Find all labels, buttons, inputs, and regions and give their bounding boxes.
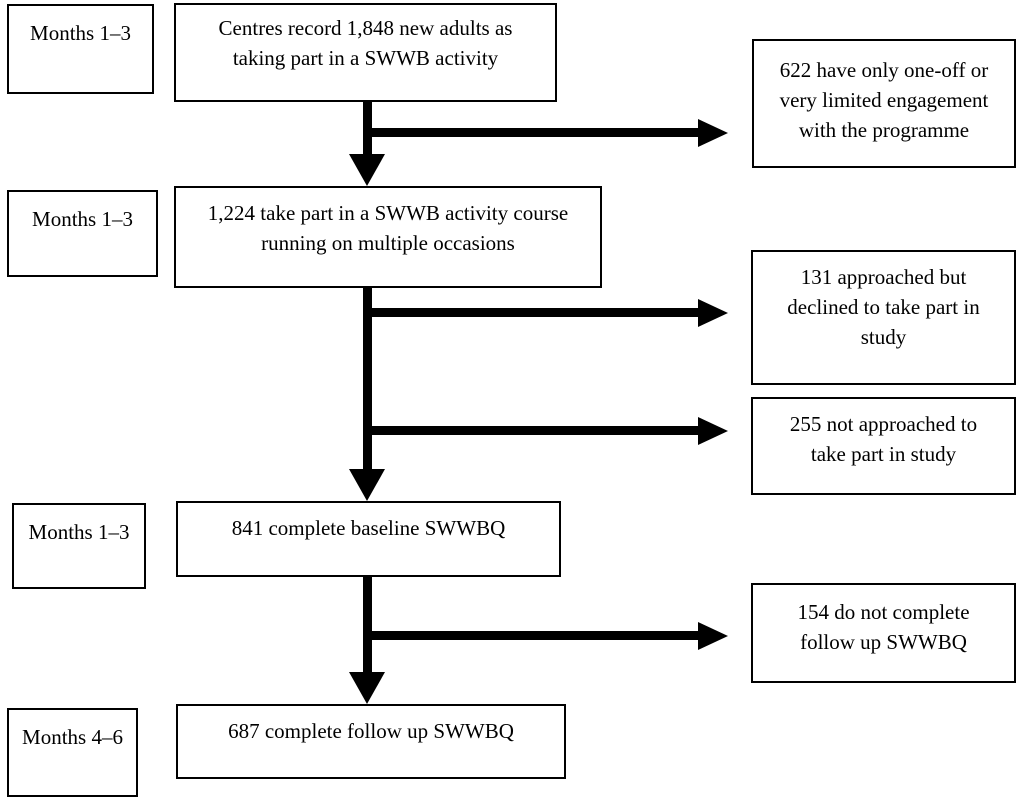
branch-arrow-head-icon-2 [698,299,728,327]
flow-step-box-multiple-occasions: 1,224 take part in a SWWB activity cours… [174,186,602,288]
branch-arrow-line-4 [363,631,698,640]
branch-arrow-line-1 [363,128,698,137]
timeline-box-2: Months 1–3 [7,190,158,277]
timeline-box-1: Months 1–3 [7,4,154,94]
exclusion-box-no-followup: 154 do not complete follow up SWWBQ [751,583,1016,683]
exclusion-box-one-off: 622 have only one-off or very limited en… [752,39,1016,168]
arrow-down-head-icon-3 [349,672,385,704]
branch-arrow-line-2 [363,308,698,317]
flow-step-box-followup: 687 complete follow up SWWBQ [176,704,566,779]
arrow-down-line-2 [363,288,372,469]
branch-arrow-head-icon-4 [698,622,728,650]
flow-step-box-baseline: 841 complete baseline SWWBQ [176,501,561,577]
arrow-down-head-icon-2 [349,469,385,501]
timeline-box-4: Months 4–6 [7,708,138,797]
flow-step-box-recorded: Centres record 1,848 new adults as takin… [174,3,557,102]
branch-arrow-head-icon-1 [698,119,728,147]
branch-arrow-line-3 [363,426,698,435]
timeline-box-3: Months 1–3 [12,503,146,589]
arrow-down-line-3 [363,577,372,672]
branch-arrow-head-icon-3 [698,417,728,445]
exclusion-box-declined: 131 approached but declined to take part… [751,250,1016,385]
arrow-down-head-icon-1 [349,154,385,186]
exclusion-box-not-approached: 255 not approached to take part in study [751,397,1016,495]
